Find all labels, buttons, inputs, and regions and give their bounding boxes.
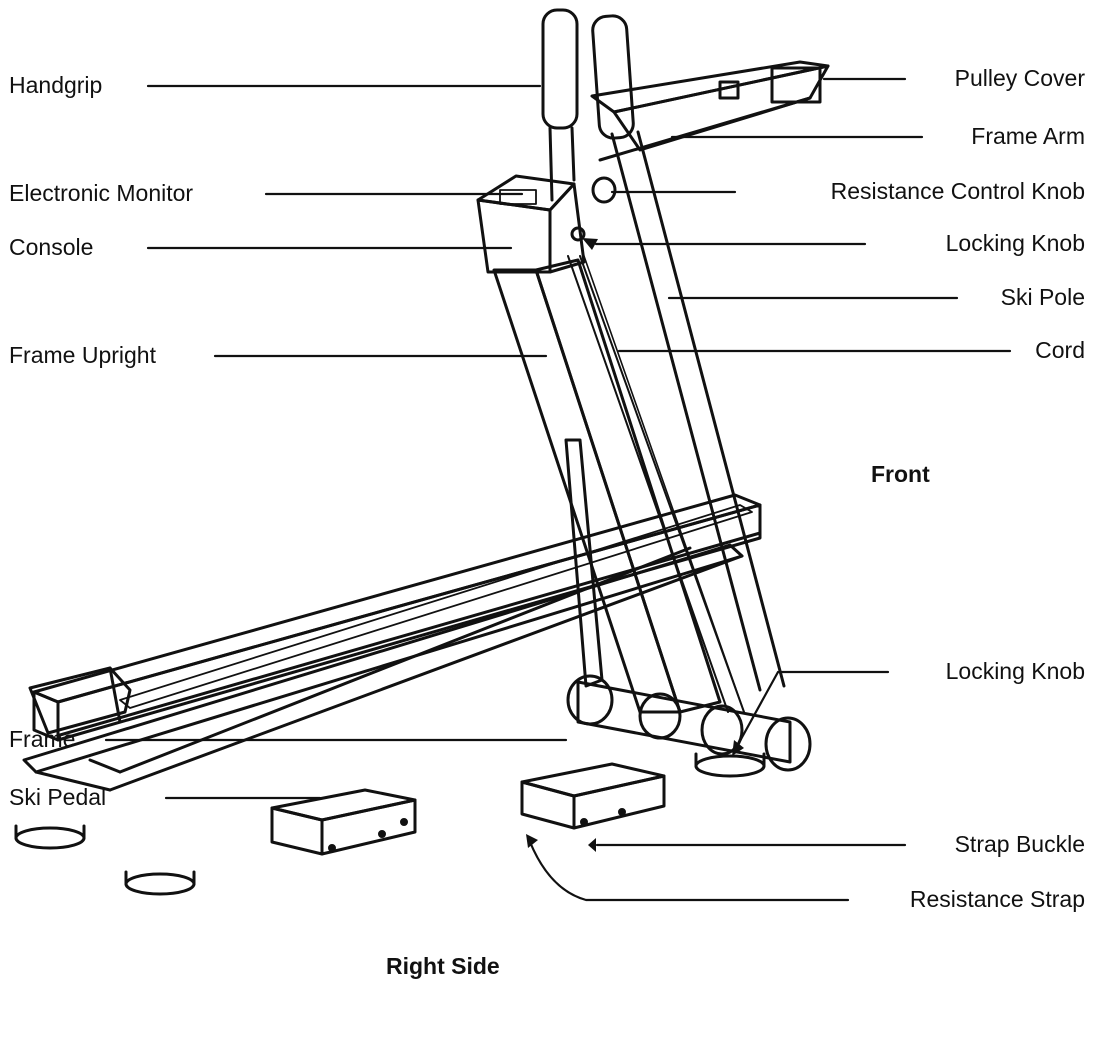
console-side: [548, 182, 586, 274]
foot-front-left: [14, 826, 86, 850]
ski-poles: [541, 8, 786, 692]
frame-end-cap: [28, 666, 132, 735]
pedal-left-front: [320, 798, 417, 856]
pulley-cover-shape: [770, 66, 822, 104]
pedal-right-side: [520, 780, 576, 830]
handgrip-right: [591, 14, 635, 140]
handgrip-left: [541, 8, 579, 130]
label-resistance-strap: Resistance Strap: [909, 886, 1085, 912]
ski-pole-left-edge: [610, 132, 762, 692]
label-console: Console: [9, 234, 94, 260]
arrow-resistance-strap: [526, 834, 538, 848]
foot-rear-right: [694, 754, 766, 778]
rear-cross-tube: [566, 674, 812, 772]
frame-top-right-rail: [119, 504, 753, 709]
upright-rear-leg: [564, 438, 604, 688]
frame-rear-rail: [22, 543, 744, 774]
upright-side-face: [534, 258, 722, 714]
tube-end-left: [566, 674, 614, 726]
label-ski-pole: Ski Pole: [1000, 284, 1085, 310]
console: [476, 174, 617, 274]
label-right-side: Right Side: [386, 953, 500, 979]
resistance-knob-shape: [591, 176, 617, 204]
feet: [14, 752, 766, 896]
frame-rail-front-face: [56, 503, 762, 742]
console-front: [476, 198, 552, 274]
ski-pedals: [270, 762, 666, 856]
arrow-strap-buckle: [588, 838, 596, 852]
locking-knob-shape: [570, 226, 586, 242]
arrow-locking-knob-upper: [582, 238, 598, 250]
label-resistance-control-knob: Resistance Control Knob: [830, 178, 1085, 204]
label-cord: Cord: [1035, 337, 1085, 363]
frame-top-left-rail: [32, 493, 762, 704]
label-locking-knob-lower: Locking Knob: [945, 658, 1085, 684]
foot-front-right: [124, 872, 196, 896]
label-pulley-cover: Pulley Cover: [954, 65, 1085, 91]
frame-arm: [590, 60, 830, 162]
label-locking-knob-upper: Locking Knob: [945, 230, 1085, 256]
leader-locking-knob-lower: [733, 670, 890, 752]
ski-pole-right-edge: [636, 130, 786, 688]
label-front: Front: [871, 461, 930, 487]
tube-end-right: [764, 716, 812, 772]
leader-resistance-strap: [528, 840, 850, 902]
label-frame: Frame: [9, 726, 76, 752]
label-ski-pedal: Ski Pedal: [9, 784, 107, 810]
label-frame-arm: Frame Arm: [971, 123, 1085, 149]
label-electronic-monitor: Electronic Monitor: [9, 180, 194, 206]
label-frame-upright: Frame Upright: [9, 342, 156, 368]
cord-line: [583, 255, 745, 713]
label-handgrip: Handgrip: [9, 72, 103, 98]
frame-base: [22, 493, 762, 792]
pedal-left-side: [270, 806, 324, 856]
leader-lines: [104, 77, 1012, 902]
label-strap-buckle: Strap Buckle: [954, 831, 1085, 857]
